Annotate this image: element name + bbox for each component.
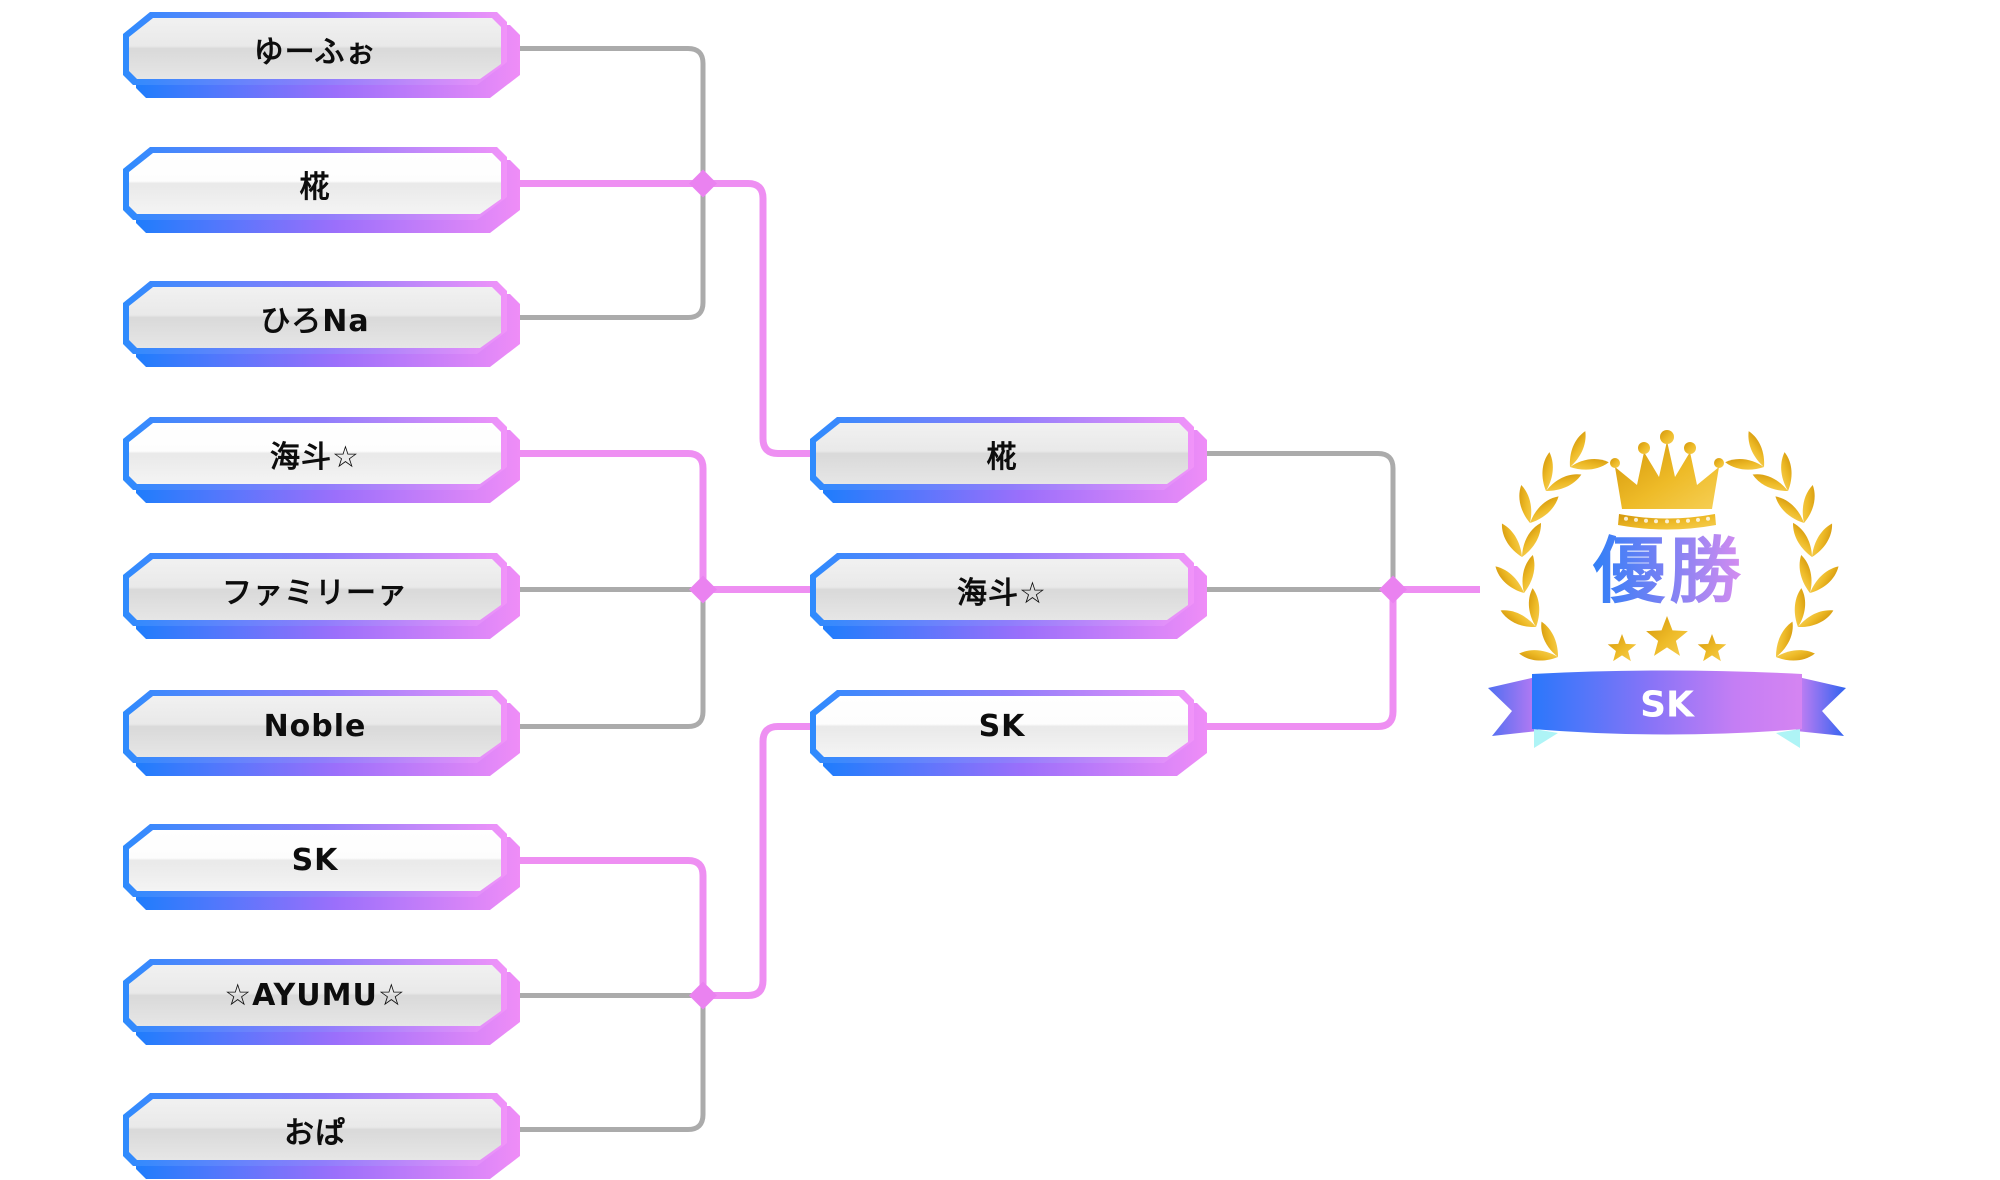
entry-fill: 椛 bbox=[816, 423, 1188, 484]
bracket-entry-r1-9: おぱ bbox=[123, 1093, 520, 1179]
entry-fill: 海斗☆ bbox=[816, 559, 1188, 620]
entry-fill: SK bbox=[816, 696, 1188, 757]
star-right-icon bbox=[1697, 634, 1727, 662]
ribbon-band bbox=[1532, 670, 1802, 735]
line-group1-winner bbox=[505, 180, 815, 457]
player-name: 海斗☆ bbox=[957, 575, 1047, 611]
player-name: おぱ bbox=[284, 1115, 346, 1151]
player-name: SK bbox=[978, 709, 1026, 744]
player-name: ファミリーァ bbox=[222, 575, 408, 611]
ribbon-right-tail bbox=[1796, 677, 1846, 736]
bracket-entry-r1-2: 椛 bbox=[123, 147, 520, 233]
bracket-entry-r1-7: SK bbox=[123, 824, 520, 910]
crown-band-dots bbox=[1624, 516, 1710, 524]
stars-icon bbox=[1607, 616, 1727, 662]
winner-lines bbox=[505, 180, 1480, 999]
junction-diamond-group2 bbox=[689, 575, 717, 604]
player-name: ☆AYUMU☆ bbox=[224, 978, 406, 1013]
junction-diamond-group1 bbox=[689, 169, 717, 198]
bracket-entry-r2-1: 椛 bbox=[810, 417, 1207, 503]
line-group3-winner-out bbox=[703, 723, 815, 999]
line-group3-winner bbox=[505, 857, 707, 996]
bracket-entry-r2-2: 海斗☆ bbox=[810, 553, 1207, 639]
player-name: 椛 bbox=[986, 439, 1018, 475]
entry-fill: ゆーふぉ bbox=[129, 18, 501, 79]
player-name: 海斗☆ bbox=[270, 439, 360, 475]
loser-lines bbox=[505, 46, 1396, 1132]
line-final-winner bbox=[1200, 589, 1397, 730]
player-name: SK bbox=[291, 843, 339, 878]
junction-diamonds bbox=[689, 169, 1407, 1010]
ribbon-banner: SK bbox=[1488, 670, 1846, 748]
player-name: Noble bbox=[263, 709, 367, 744]
ribbon-left-fold bbox=[1534, 729, 1558, 748]
junction-diamond-group3 bbox=[689, 981, 717, 1010]
entry-fill: ☆AYUMU☆ bbox=[129, 965, 501, 1026]
bracket-entry-r1-4: 海斗☆ bbox=[123, 417, 520, 503]
line-group2-winner bbox=[505, 450, 707, 590]
entry-fill: Noble bbox=[129, 696, 501, 757]
crown-icon bbox=[1610, 430, 1724, 530]
star-center-icon bbox=[1646, 616, 1688, 656]
player-name: ゆーふぉ bbox=[253, 34, 377, 70]
junction-diamond-final bbox=[1379, 575, 1407, 604]
champion-badge: 優勝 SK bbox=[1488, 425, 1846, 748]
entry-fill: ファミリーァ bbox=[129, 559, 501, 620]
line-group3-loser-bottom bbox=[505, 995, 706, 1132]
player-name: ひろNa bbox=[260, 303, 370, 339]
ribbon-left-tail bbox=[1488, 677, 1538, 736]
bracket-entry-r1-6: Noble bbox=[123, 690, 520, 776]
entry-fill: 海斗☆ bbox=[129, 423, 501, 484]
champion-name: SK bbox=[1640, 685, 1695, 726]
bracket-entry-r2-3: SK bbox=[810, 690, 1207, 776]
line-group2-loser-bottom bbox=[505, 589, 706, 729]
entry-fill: 椛 bbox=[129, 153, 501, 214]
bracket-entry-r1-5: ファミリーァ bbox=[123, 553, 520, 639]
entry-fill: ひろNa bbox=[129, 287, 501, 348]
ribbon-right-fold bbox=[1776, 729, 1800, 748]
entry-fill: おぱ bbox=[129, 1099, 501, 1160]
bracket-entry-r1-1: ゆーふぉ bbox=[123, 12, 520, 98]
line-final-loser-top bbox=[1200, 451, 1396, 590]
bracket-entry-r1-8: ☆AYUMU☆ bbox=[123, 959, 520, 1045]
champion-label: 優勝 bbox=[1592, 529, 1745, 613]
star-left-icon bbox=[1607, 634, 1637, 662]
bracket-entry-r1-3: ひろNa bbox=[123, 281, 520, 367]
player-name: 椛 bbox=[299, 169, 331, 205]
entry-fill: SK bbox=[129, 830, 501, 891]
